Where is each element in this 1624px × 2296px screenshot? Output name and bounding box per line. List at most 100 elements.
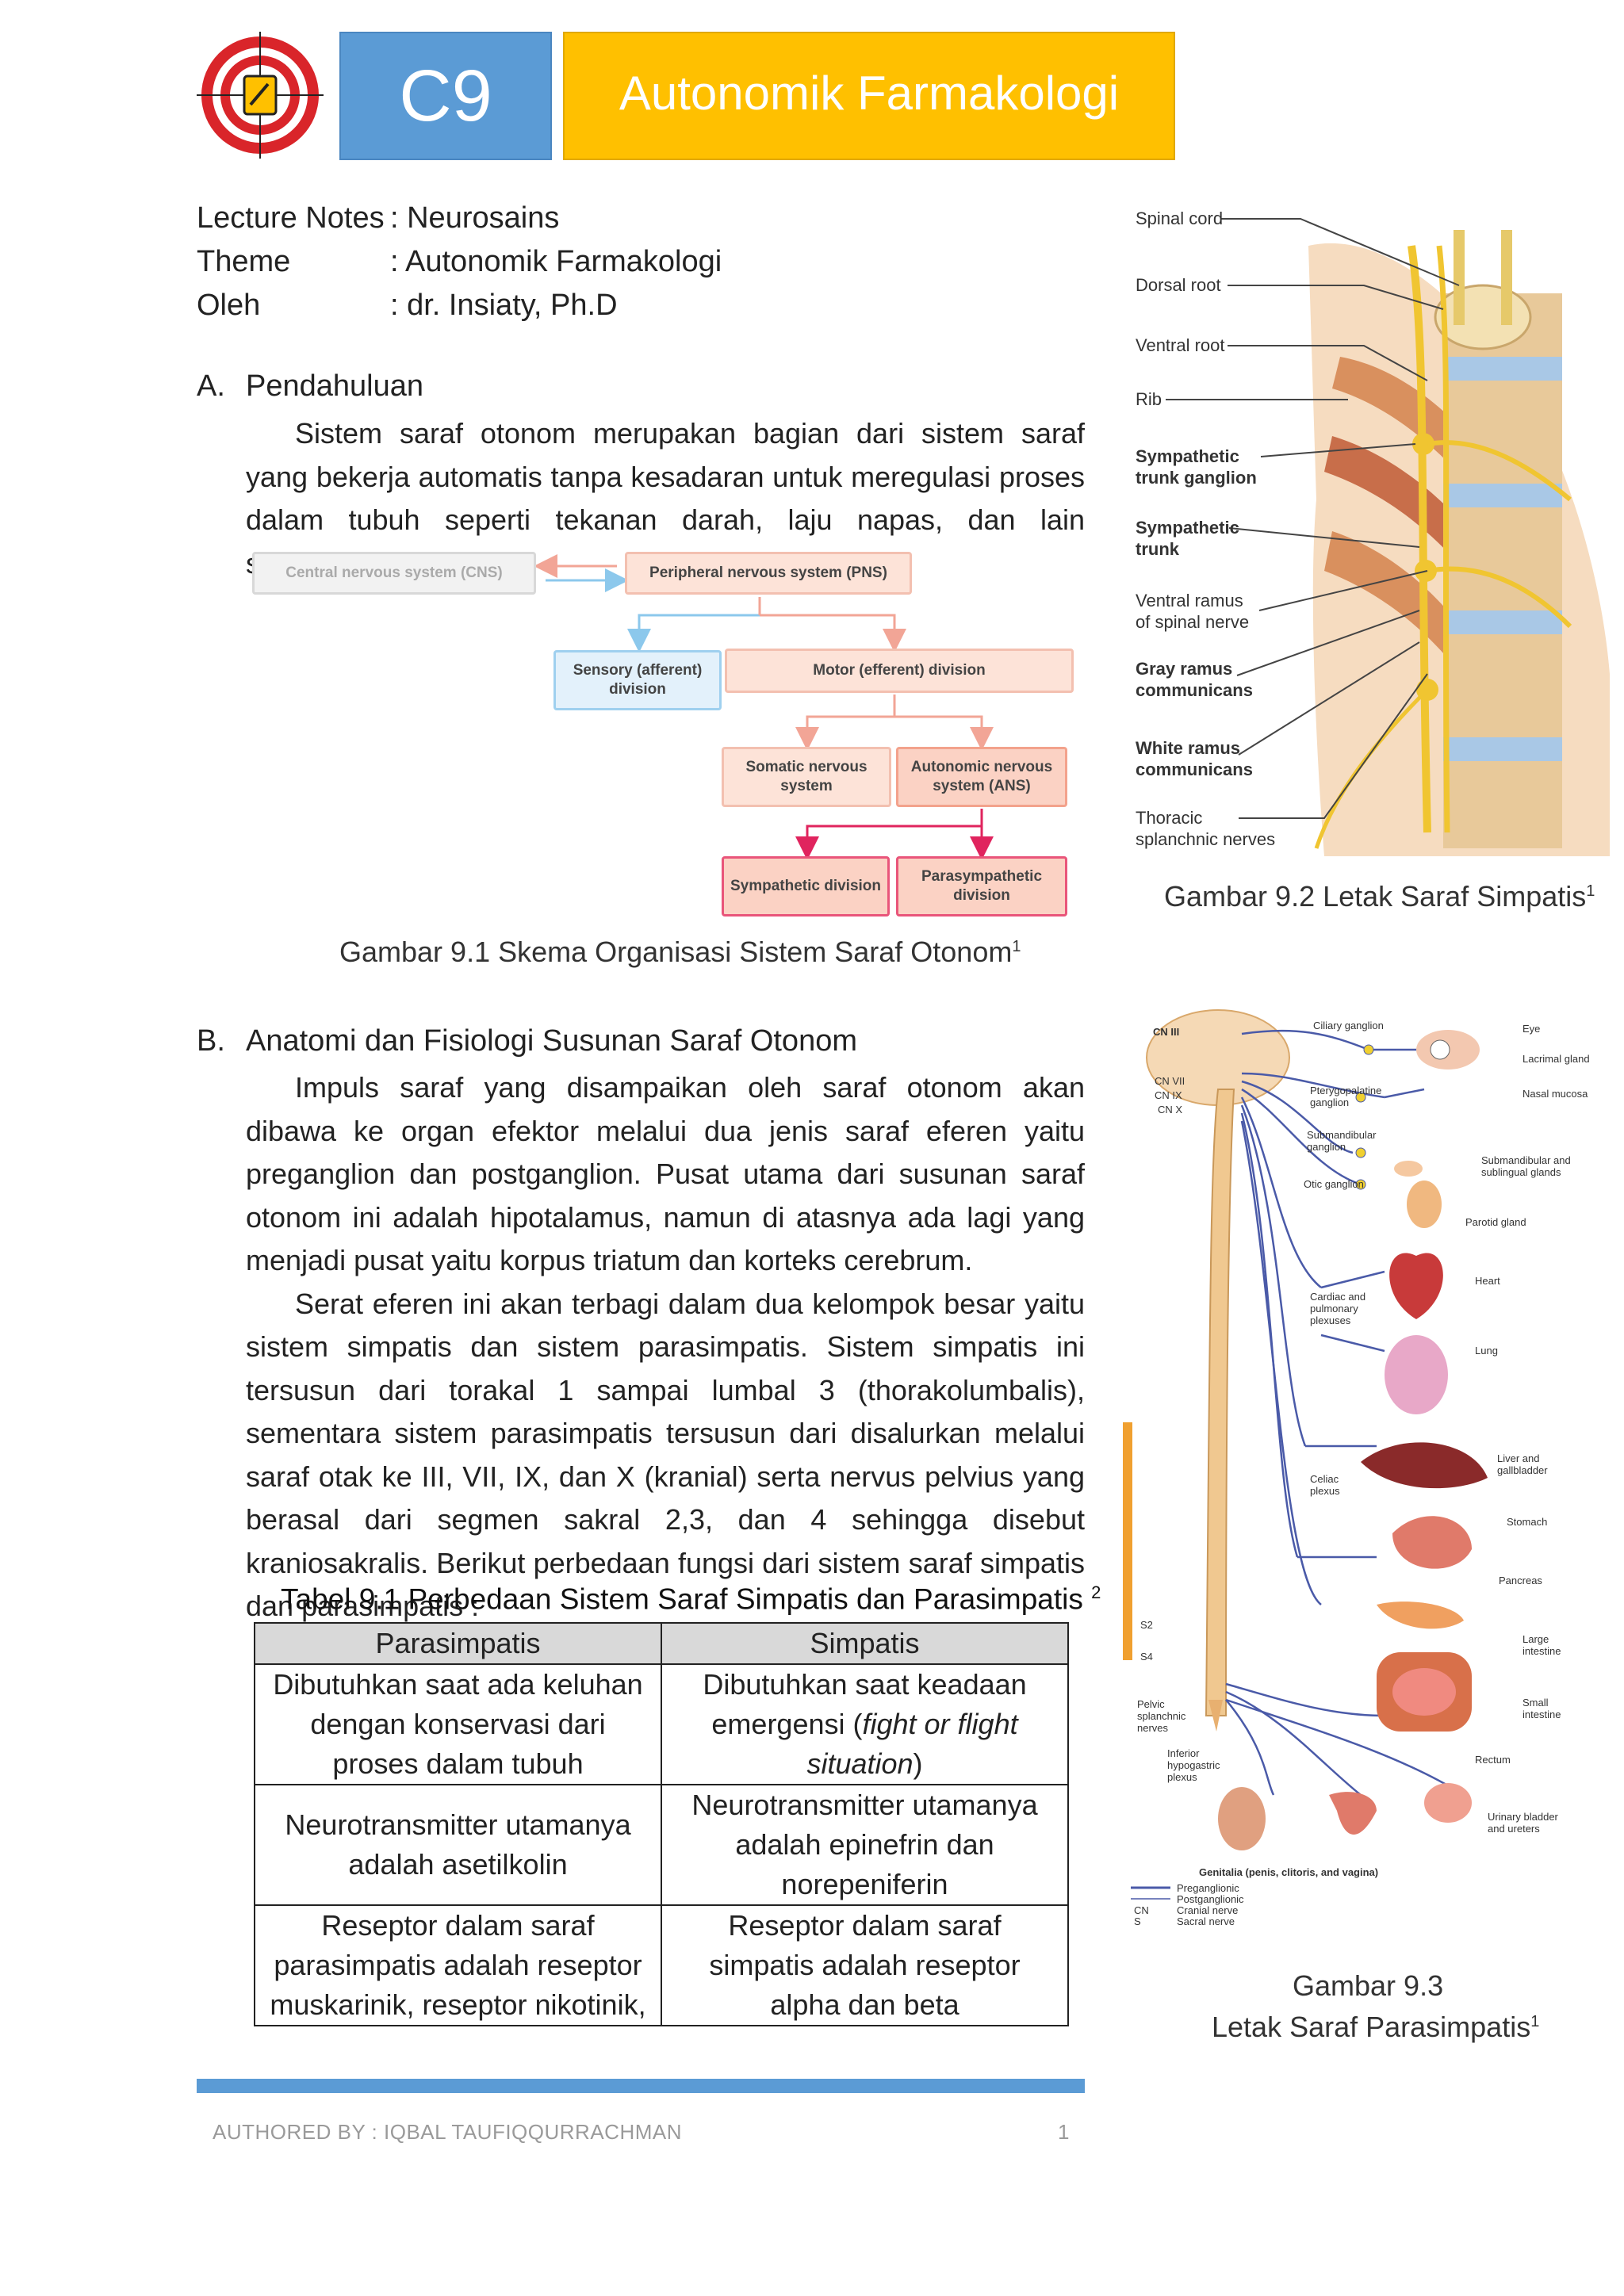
label-pelvic-splanchnic: Pelvic splanchnic nerves <box>1137 1698 1186 1734</box>
figure1-caption: Gambar 9.1 Skema Organisasi Sistem Saraf… <box>339 936 1021 969</box>
section-number: A. <box>197 369 225 403</box>
label-large-intestine: Large intestine <box>1522 1633 1561 1657</box>
label-lung: Lung <box>1475 1345 1498 1357</box>
parasympathetic-box: Parasympathetic division <box>896 856 1067 916</box>
meta-value: : dr. Insiaty, Ph.D <box>390 289 618 322</box>
cell-italic-text: fight or flight situation <box>806 1708 1018 1780</box>
label-liver-gallbladder: Liver and gallbladder <box>1497 1452 1548 1476</box>
label-sympathetic-trunk-2: trunk <box>1136 539 1179 559</box>
table-cell: Dibutuhkan saat keadaan emergensi (fight… <box>661 1663 1069 1785</box>
section-a-heading: A. Pendahuluan <box>197 369 423 404</box>
section-b-heading: B. Anatomi dan Fisiologi Susunan Saraf O… <box>197 1024 857 1058</box>
meta-key: Theme <box>197 245 291 278</box>
label-ventral-ramus-2: of spinal nerve <box>1136 612 1250 632</box>
caption-text: Gambar 9.1 Skema Organisasi Sistem Saraf… <box>339 936 1013 968</box>
label-cn10: CN X <box>1158 1104 1183 1115</box>
label-eye: Eye <box>1522 1023 1541 1035</box>
label-rib: Rib <box>1136 389 1162 409</box>
comparison-table: Parasimpatis Simpatis Dibutuhkan saat ad… <box>254 1622 1069 2026</box>
cell-text: ) <box>913 1747 923 1780</box>
section-title: Pendahuluan <box>246 369 423 403</box>
legend-s-key: S <box>1134 1915 1141 1927</box>
legend-postganglionic: Postganglionic <box>1177 1893 1244 1905</box>
section-title: Anatomi dan Fisiologi Susunan Saraf Oton… <box>246 1024 857 1058</box>
legend-cn-key: CN <box>1134 1904 1149 1916</box>
caption-ref: 1 <box>1012 938 1021 955</box>
label-ciliary-ganglion: Ciliary ganglion <box>1313 1020 1384 1031</box>
table-cell: Neurotransmitter utamanya adalah epinefr… <box>661 1784 1069 1906</box>
meta-row: Theme : Autonomik Farmakologi <box>197 240 722 284</box>
label-celiac-plexus: Celiac plexus <box>1310 1473 1340 1497</box>
table-title-ref: 2 <box>1091 1582 1101 1602</box>
meta-row: Lecture Notes : Neurosains <box>197 197 722 240</box>
cns-box: Central nervous system (CNS) <box>252 552 536 595</box>
table-cell: Reseptor dalam saraf parasimpatis adalah… <box>254 1904 662 2026</box>
cell-text: Dibutuhkan saat keadaan emergensi ( <box>703 1668 1027 1740</box>
label-white-ramus-1: White ramus <box>1136 738 1241 758</box>
label-lacrimal-gland: Lacrimal gland <box>1522 1053 1590 1065</box>
label-gray-ramus-1: Gray ramus <box>1136 659 1233 679</box>
logo <box>197 32 324 159</box>
column-header: Simpatis <box>661 1622 1069 1665</box>
label-thoracic-splanchnic-1: Thoracic <box>1136 808 1203 828</box>
table-row: Dibutuhkan saat ada keluhan dengan konse… <box>254 1663 1069 1785</box>
label-urinary-bladder: Urinary bladder and ureters <box>1488 1811 1558 1835</box>
label-sympathetic-trunk-ganglion-1: Sympathetic <box>1136 446 1239 466</box>
meta-key: Oleh <box>197 289 261 322</box>
meta-value: : Neurosains <box>390 201 560 235</box>
label-pterygopalatine-ganglion: Pterygopalatine ganglion <box>1310 1085 1382 1108</box>
meta-row: Oleh : dr. Insiaty, Ph.D <box>197 284 722 327</box>
sympathetic-location-figure: Spinal cord Dorsal root Ventral root Rib… <box>1126 198 1610 856</box>
chapter-code: C9 <box>339 32 552 160</box>
table-cell: Neurotransmitter utamanya adalah asetilk… <box>254 1784 662 1906</box>
caption-text: Letak Saraf Parasimpatis <box>1212 2011 1531 2043</box>
label-dorsal-root: Dorsal root <box>1136 275 1221 295</box>
caption-text: Gambar 9.2 Letak Saraf Simpatis <box>1164 880 1587 913</box>
meta-value: : Autonomik Farmakologi <box>390 245 722 278</box>
ans-box: Autonomic nervous system (ANS) <box>896 747 1067 807</box>
chapter-title: Autonomik Farmakologi <box>563 32 1175 160</box>
label-cn9: CN IX <box>1155 1089 1182 1101</box>
footer-author: AUTHORED BY : IQBAL TAUFIQQURRACHMAN <box>213 2120 683 2144</box>
figure2-caption: Gambar 9.2 Letak Saraf Simpatis1 <box>1164 880 1595 913</box>
label-white-ramus-2: communicans <box>1136 760 1253 779</box>
sensory-box: Sensory (afferent) division <box>553 650 722 710</box>
paragraph: Serat eferen ini akan terbagi dalam dua … <box>246 1287 1085 1623</box>
legend-sacral-nerve: Sacral nerve <box>1177 1915 1235 1927</box>
legend-cranial-nerve: Cranial nerve <box>1177 1904 1239 1916</box>
legend-preganglionic: Preganglionic <box>1177 1882 1239 1894</box>
label-stomach: Stomach <box>1507 1516 1548 1528</box>
label-small-intestine: Small intestine <box>1522 1697 1561 1720</box>
table-row: Reseptor dalam saraf parasimpatis adalah… <box>254 1904 1069 2026</box>
label-parotid-gland: Parotid gland <box>1465 1216 1526 1228</box>
table-cell: Dibutuhkan saat ada keluhan dengan konse… <box>254 1663 662 1785</box>
meta-key: Lecture Notes <box>197 201 385 235</box>
somatic-box: Somatic nervous system <box>722 747 891 807</box>
table-title: Tabel 9.1 Perbedaan Sistem Saraf Simpati… <box>281 1582 1101 1616</box>
label-inferior-hypogastric: Inferior hypogastric plexus <box>1167 1747 1220 1783</box>
motor-box: Motor (efferent) division <box>725 649 1074 693</box>
lecture-meta: Lecture Notes : Neurosains Theme : Auton… <box>197 197 722 327</box>
label-otic-ganglion: Otic ganglion <box>1304 1178 1364 1190</box>
label-gray-ramus-2: communicans <box>1136 680 1253 700</box>
label-sympathetic-trunk-ganglion-2: trunk ganglion <box>1136 468 1257 488</box>
pns-box: Peripheral nervous system (PNS) <box>625 552 912 595</box>
table-title-text: Tabel 9.1 Perbedaan Sistem Saraf Simpati… <box>281 1582 1083 1616</box>
label-ventral-root: Ventral root <box>1136 335 1225 355</box>
paragraph: Impuls saraf yang disampaikan oleh saraf… <box>246 1071 1085 1276</box>
label-submandibular-glands: Submandibular and sublingual glands <box>1481 1154 1571 1178</box>
label-thoracic-splanchnic-2: splanchnic nerves <box>1136 829 1276 849</box>
label-rectum: Rectum <box>1475 1754 1511 1766</box>
table-cell: Reseptor dalam saraf simpatis adalah res… <box>661 1904 1069 2026</box>
section-b-body: Impuls saraf yang disampaikan oleh saraf… <box>246 1066 1085 1628</box>
label-pancreas: Pancreas <box>1499 1575 1542 1586</box>
section-number: B. <box>197 1024 225 1058</box>
label-cn3: CN III <box>1153 1026 1180 1038</box>
label-cardiac-plexuses: Cardiac and pulmonary plexuses <box>1310 1291 1366 1326</box>
label-heart: Heart <box>1475 1275 1500 1287</box>
caption-ref: 1 <box>1586 882 1595 900</box>
table-header-row: Parasimpatis Simpatis <box>254 1622 1069 1665</box>
parasympathetic-location-figure: CN III CN VII CN IX CN X Ciliary ganglio… <box>1123 1002 1624 1954</box>
page-number: 1 <box>1058 2120 1070 2144</box>
column-header: Parasimpatis <box>254 1622 662 1665</box>
